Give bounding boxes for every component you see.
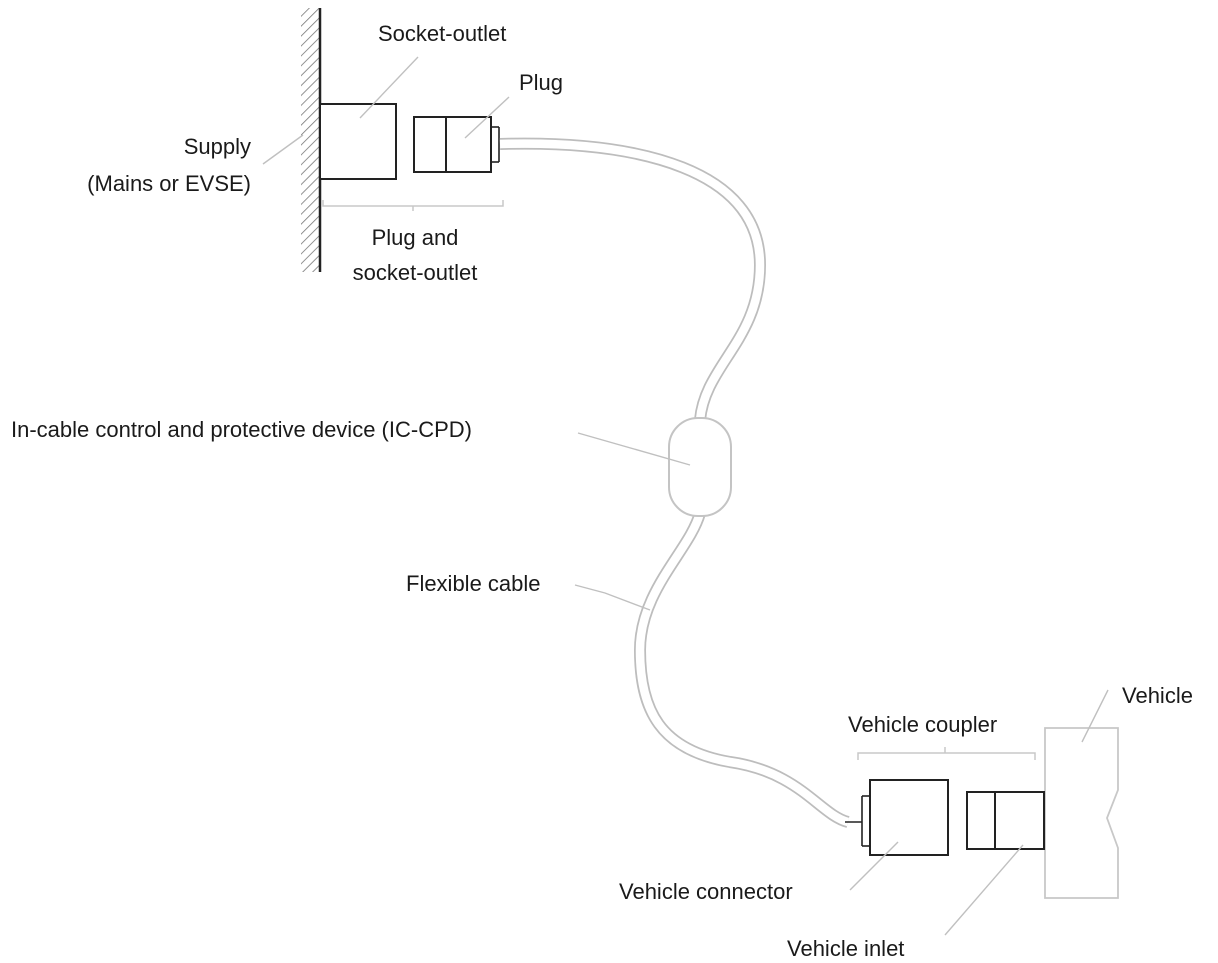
leader-lines: [262, 56, 1109, 936]
vehicle-coupler-bracket: [857, 747, 1036, 760]
vehicle-connector: [845, 779, 949, 856]
plug-and-socket-label-line1: Plug and: [371, 225, 459, 250]
vehicle-label: Vehicle: [1122, 683, 1193, 708]
flexible-cable-label: Flexible cable: [406, 571, 541, 596]
plug-and-socket-bracket: [322, 200, 504, 211]
vehicle-connector-label: Vehicle connector: [619, 879, 793, 904]
vehicle-inlet-label: Vehicle inlet: [787, 936, 905, 961]
supply-label-line2: (Mains or EVSE): [87, 171, 251, 196]
vehicle-coupler-label: Vehicle coupler: [848, 712, 998, 737]
vehicle-body: [1044, 727, 1119, 899]
flexible-cable: [499, 137, 850, 828]
vehicle-inlet: [966, 791, 1045, 850]
plug-and-socket-label-line2: socket-outlet: [352, 260, 478, 285]
plug-label: Plug: [519, 70, 564, 95]
socket-outlet-box: [319, 103, 397, 180]
plug: [413, 116, 500, 173]
ic-cpd-label: In-cable control and protective device (…: [11, 417, 472, 442]
supply-label-line1: Supply: [183, 134, 251, 159]
socket-outlet-label: Socket-outlet: [378, 21, 507, 46]
ic-cpd-device: [668, 417, 732, 517]
